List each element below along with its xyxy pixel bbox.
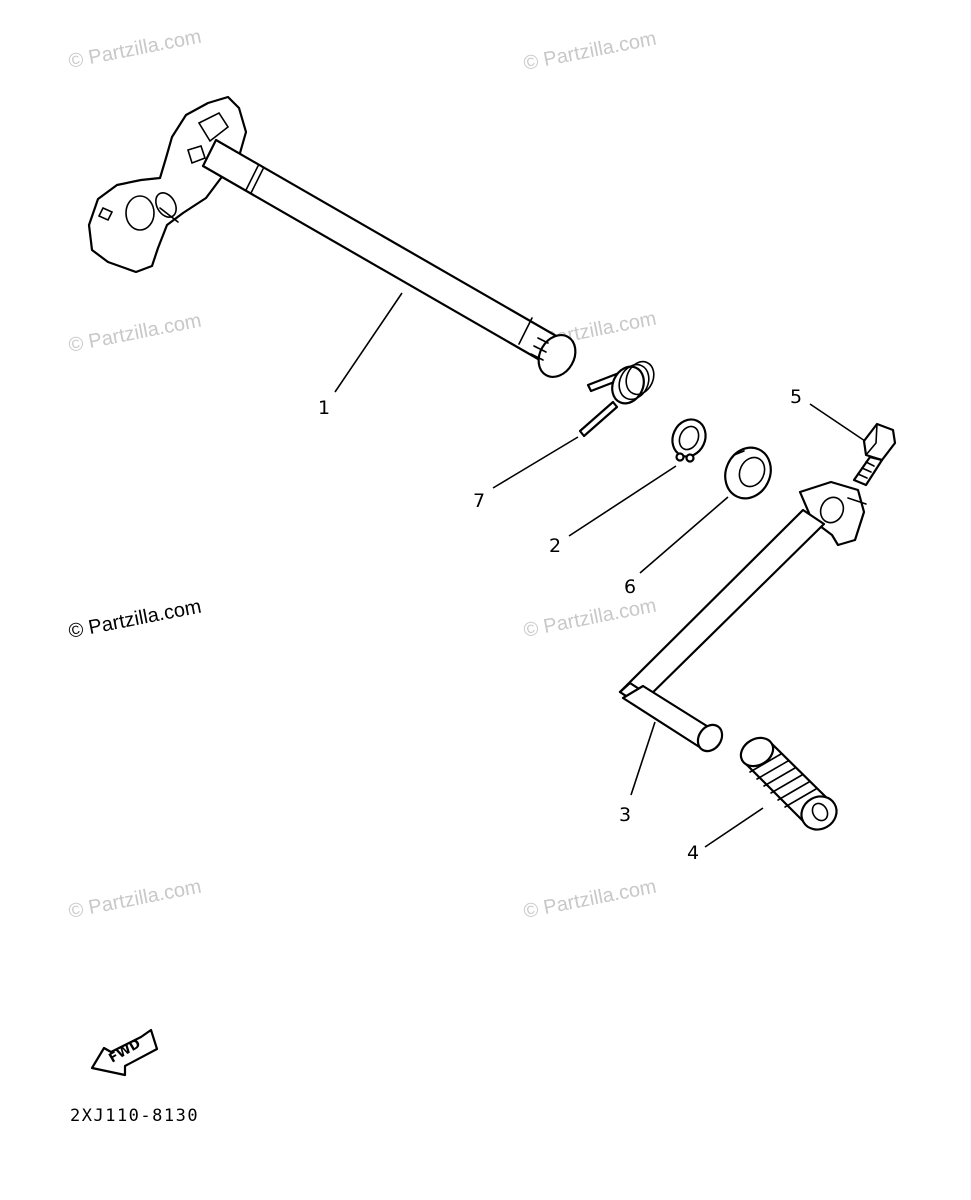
part-4-pedal-rubber [739, 736, 838, 831]
callout-2: 2 [549, 535, 561, 557]
leader-7 [492, 436, 579, 489]
leader-6 [639, 496, 729, 574]
callout-6: 6 [624, 576, 636, 598]
part-5-bolt [852, 422, 897, 487]
part-1-shift-shaft [87, 95, 577, 378]
callout-5: 5 [790, 386, 802, 408]
watermark-2: © Partzilla.com [522, 28, 658, 75]
part-7-torsion-spring [578, 360, 655, 438]
fwd-arrow-icon: FWD [90, 1028, 159, 1077]
part-6-oil-seal [724, 446, 772, 500]
leader-1 [334, 292, 403, 393]
watermark-3: © Partzilla.com [67, 310, 203, 357]
leader-5 [809, 403, 866, 442]
watermark-7: © Partzilla.com [67, 876, 203, 923]
callout-7: 7 [473, 490, 485, 512]
leader-3 [630, 721, 656, 796]
leader-2 [568, 465, 677, 537]
part-3-shift-pedal [618, 480, 867, 753]
part-2-circlip [671, 418, 707, 463]
callout-3: 3 [619, 804, 631, 826]
watermark-1: © Partzilla.com [67, 26, 203, 73]
callout-1: 1 [318, 397, 330, 419]
callout-4: 4 [687, 842, 699, 864]
watermark-6: © Partzilla.com [522, 595, 658, 642]
watermark-5: © Partzilla.com [67, 596, 203, 643]
watermark-8: © Partzilla.com [522, 876, 658, 923]
leader-4 [704, 807, 764, 848]
diagram-code: 2XJ110-8130 [70, 1106, 199, 1126]
